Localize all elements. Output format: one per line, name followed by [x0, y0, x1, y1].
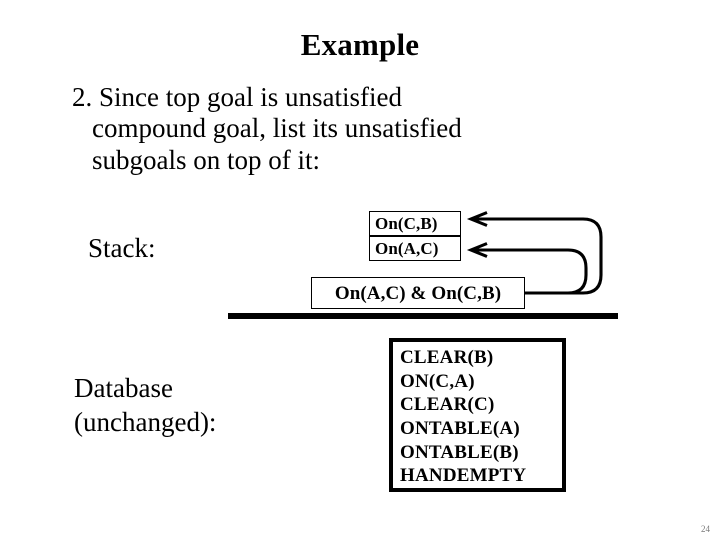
body-paragraph: 2. Since top goal is unsatisfied compoun…	[72, 82, 632, 176]
stack-base-line	[228, 313, 618, 319]
database-label-line-1: Database	[74, 373, 173, 403]
database-label-line-2: (unchanged):	[74, 406, 217, 437]
body-line-3: subgoals on top of it:	[92, 144, 320, 175]
database-item-on-ca: ON(C,A)	[400, 370, 475, 392]
stack-goal-box-on-cb: On(C,B)	[369, 211, 461, 236]
page-title: Example	[300, 27, 420, 62]
database-item-ontable-b: ONTABLE(B)	[400, 441, 519, 463]
stack-label: Stack:	[88, 233, 156, 263]
page-number: 24	[701, 524, 710, 534]
database-item-clear-c: CLEAR(C)	[400, 394, 495, 416]
body-line-2: compound goal, list its unsatisfied	[92, 113, 462, 144]
stack-goal-box-on-ac: On(A,C)	[369, 236, 461, 261]
database-item-clear-b: CLEAR(B)	[400, 347, 494, 368]
database-label: Database (unchanged):	[74, 372, 216, 440]
database-item-ontable-a: ONTABLE(A)	[400, 417, 520, 439]
database-box: CLEAR(B) ON(C,A) CLEAR(C) ONTABLE(A) ONT…	[389, 338, 566, 492]
database-item-handempty: HANDEMPTY	[400, 465, 527, 487]
stack-compound-goal-box: On(A,C) & On(C,B)	[311, 277, 525, 309]
body-line-1: 2. Since top goal is unsatisfied	[72, 82, 402, 112]
